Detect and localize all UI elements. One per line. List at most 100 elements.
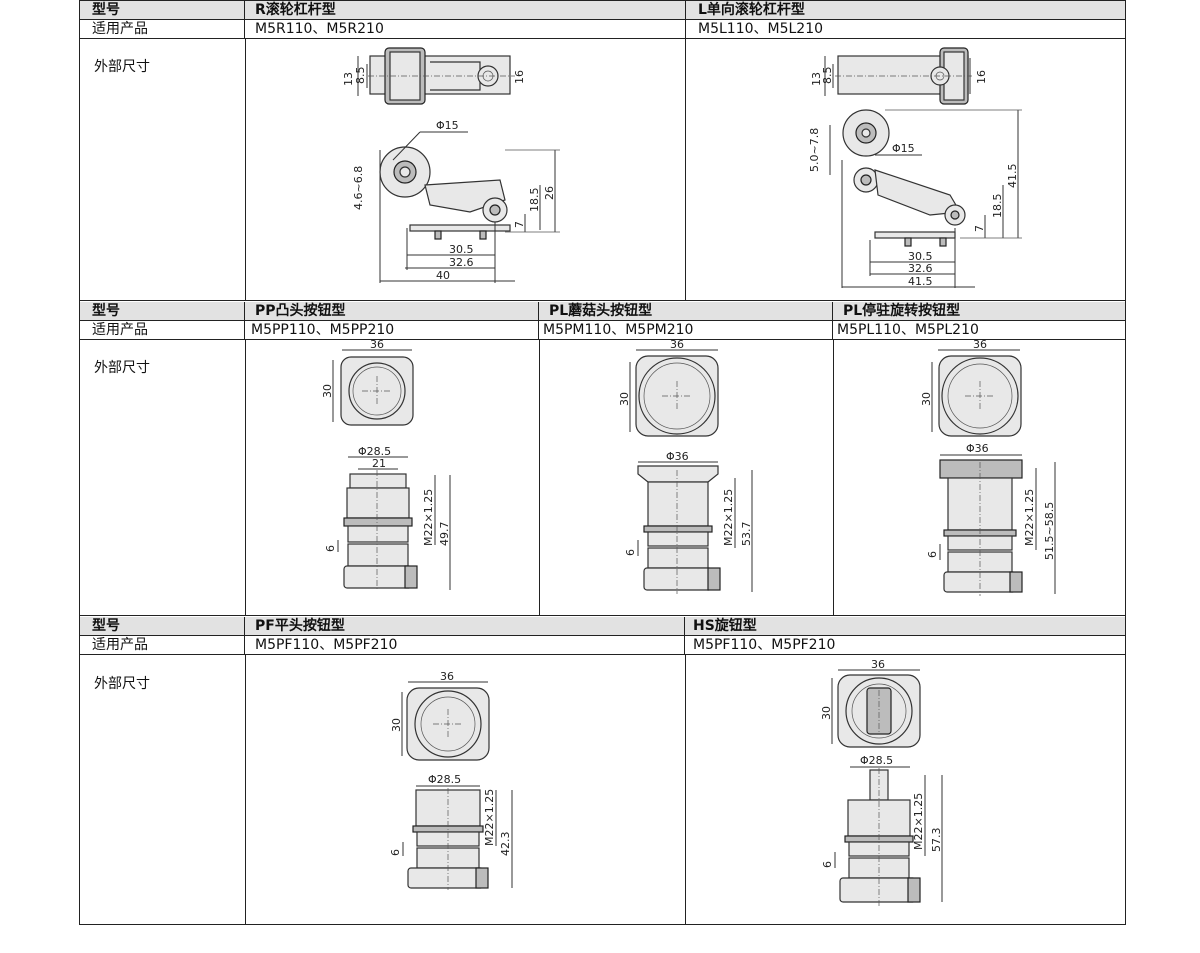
r-lever-type: R滚轮杠杆型 (245, 1, 686, 19)
pf-dim-6: 6 (389, 849, 402, 856)
pl-dim-6: 6 (926, 551, 939, 558)
product-label: 适用产品 (80, 321, 245, 339)
pp-dim-thread: M22×1.25 (422, 489, 435, 546)
spec-table: 型号 R滚轮杠杆型 L单向滚轮杠杆型 适用产品 M5R110、M5R210 M5… (79, 0, 1126, 925)
r-dim-13: 13 (342, 72, 355, 86)
pf-products: M5PF110、M5PF210 (245, 636, 685, 654)
l-lever-products: M5L110、M5L210 (698, 21, 824, 37)
pf-dim-42.3: 42.3 (499, 832, 512, 857)
divider (833, 340, 834, 616)
r-dim-40: 40 (436, 269, 450, 282)
dims-label: 外部尺寸 (94, 676, 150, 692)
r-lever-top-view: 13 8.5 16 (342, 47, 526, 105)
divider (245, 39, 246, 301)
pl-dim-phi36: Φ36 (966, 442, 989, 455)
r-dim-4.6-6.8: 4.6~6.8 (352, 166, 365, 210)
pl-type: PL停驻旋转按钮型 (843, 303, 961, 319)
pl-drawing: 36 30 Φ36 M22×1.25 51.5~58.5 6 (920, 338, 1056, 596)
pl-products: M5PL110、M5PL210 (837, 322, 979, 338)
r-dim-7: 7 (513, 221, 526, 228)
l-lever-side-view: Φ15 5.0~7.8 41.5 18.5 7 30.5 32.6 41.5 (808, 109, 1022, 288)
r-dim-30.5: 30.5 (449, 243, 474, 256)
hs-dim-6: 6 (821, 861, 834, 868)
model-label: 型号 (80, 1, 245, 19)
pp-dim-36: 36 (370, 338, 384, 351)
pp-drawing: 36 30 Φ28.5 21 M22×1.25 49.7 6 (321, 338, 451, 590)
l-dim-18.5: 18.5 (991, 194, 1004, 219)
dims-label: 外部尺寸 (94, 59, 150, 75)
pp-dim-49.7: 49.7 (438, 522, 451, 547)
l-dim-41.5-height: 41.5 (1006, 164, 1019, 189)
r-dim-26: 26 (543, 186, 556, 200)
section2-product-row: 适用产品 M5PP110、M5PP210 M5PM110、M5PM210 M5P… (80, 321, 1125, 340)
r-lever-side-view: Φ15 4.6~6.8 18.5 26 7 30.5 32.6 40 (352, 119, 560, 283)
hs-dim-36: 36 (871, 658, 885, 671)
section1-product-row: 适用产品 M5R110、M5R210 M5L110、M5L210 (80, 20, 1125, 39)
l-lever-top-view: 13 8.5 16 (810, 47, 988, 105)
section-divider (80, 300, 1125, 301)
l-dim-32.6: 32.6 (908, 262, 933, 275)
pp-type: PP凸头按钮型 (245, 302, 539, 320)
pm-dim-phi36: Φ36 (666, 450, 689, 463)
l-dim-phi15: Φ15 (892, 142, 915, 155)
pm-products: M5PM110、M5PM210 (539, 321, 833, 339)
l-dim-8.5: 8.5 (821, 67, 834, 85)
pf-dim-phi28.5: Φ28.5 (428, 773, 461, 786)
r-dim-18.5: 18.5 (528, 188, 541, 213)
hs-type: HS旋钮型 (693, 618, 757, 634)
pf-dim-36: 36 (440, 670, 454, 683)
product-label: 适用产品 (80, 636, 245, 654)
pm-dim-6: 6 (624, 549, 637, 556)
pm-type: PL蘑菇头按钮型 (539, 302, 833, 320)
pl-dim-len: 51.5~58.5 (1043, 502, 1056, 560)
pm-dim-53.7: 53.7 (740, 522, 753, 547)
section1-model-row: 型号 R滚轮杠杆型 L单向滚轮杠杆型 (80, 1, 1125, 20)
pm-dim-30: 30 (618, 392, 631, 406)
l-dim-7: 7 (973, 225, 986, 232)
pl-dim-36: 36 (973, 338, 987, 351)
r-dim-16: 16 (513, 70, 526, 84)
hs-dim-57.3: 57.3 (930, 828, 943, 853)
pm-dim-thread: M22×1.25 (722, 489, 735, 546)
l-dim-13: 13 (810, 72, 823, 86)
section2-model-row: 型号 PP凸头按钮型 PL蘑菇头按钮型 PL停驻旋转按钮型 (80, 302, 1125, 321)
pf-dim-30: 30 (390, 718, 403, 732)
divider (245, 655, 246, 925)
hs-products: M5PF110、M5PF210 (693, 637, 836, 653)
pp-products: M5PP110、M5PP210 (245, 321, 539, 339)
l-lever-type: L单向滚轮杠杆型 (698, 2, 805, 18)
model-label: 型号 (80, 617, 245, 635)
pp-dim-6: 6 (324, 545, 337, 552)
pl-dim-30: 30 (920, 392, 933, 406)
pp-dim-phi28.5: Φ28.5 (358, 445, 391, 458)
r-lever-products: M5R110、M5R210 (245, 20, 686, 38)
pp-dim-30: 30 (321, 384, 334, 398)
r-dim-32.6: 32.6 (449, 256, 474, 269)
pl-dim-thread: M22×1.25 (1023, 489, 1036, 546)
l-dim-41.5: 41.5 (908, 275, 933, 288)
l-dim-5.0-7.8: 5.0~7.8 (808, 128, 821, 172)
pf-type: PF平头按钮型 (245, 617, 685, 635)
pm-drawing: 36 30 Φ36 M22×1.25 53.7 6 (618, 338, 753, 594)
hs-dim-phi28.5: Φ28.5 (860, 754, 893, 767)
model-label: 型号 (80, 302, 245, 320)
hs-dim-30: 30 (820, 706, 833, 720)
r-dim-phi15: Φ15 (436, 119, 459, 132)
product-label: 适用产品 (80, 20, 245, 38)
divider (685, 39, 686, 301)
hs-dim-thread: M22×1.25 (912, 793, 925, 850)
divider (245, 340, 246, 616)
pf-dim-thread: M22×1.25 (483, 789, 496, 846)
pf-drawing: 36 30 Φ28.5 M22×1.25 42.3 6 (389, 670, 513, 890)
section3-model-row: 型号 PF平头按钮型 HS旋钮型 (80, 617, 1125, 636)
pm-dim-36: 36 (670, 338, 684, 351)
divider (685, 655, 686, 925)
section3-product-row: 适用产品 M5PF110、M5PF210 M5PF110、M5PF210 (80, 636, 1125, 655)
pp-dim-21: 21 (372, 457, 386, 470)
dims-label: 外部尺寸 (94, 360, 150, 376)
l-dim-30.5: 30.5 (908, 250, 933, 263)
section-divider (80, 615, 1125, 616)
hs-drawing: 36 30 Φ28.5 M22×1.25 57.3 6 (820, 658, 943, 906)
r-dim-8.5: 8.5 (354, 67, 367, 85)
